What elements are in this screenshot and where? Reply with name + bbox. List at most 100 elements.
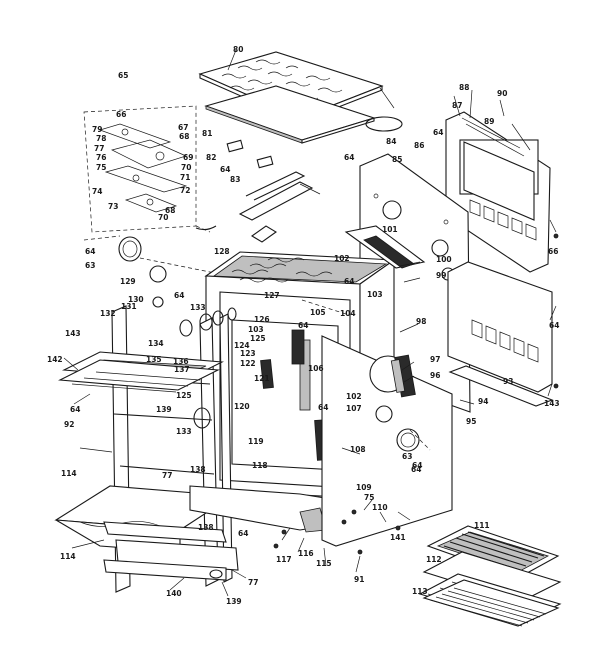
label-142: 142 (47, 355, 63, 364)
label-101: 101 (382, 225, 398, 234)
label-137: 137 (174, 365, 190, 374)
leveling-leg (209, 569, 223, 579)
burner-orifice (193, 407, 211, 429)
label-123: 123 (240, 349, 256, 358)
label-138b: 138 (198, 523, 214, 532)
label-80: 80 (233, 45, 243, 54)
knob-cap (152, 296, 164, 308)
label-126: 126 (254, 315, 270, 324)
label-86: 86 (414, 141, 424, 150)
switch-block (291, 329, 305, 365)
label-81: 81 (202, 129, 212, 138)
label-64c: 64 (433, 128, 443, 137)
label-130: 130 (128, 295, 144, 304)
storage-drawer (54, 485, 239, 571)
label-102a: 102 (334, 254, 350, 263)
label-93: 93 (503, 377, 513, 386)
label-125a: 125 (250, 334, 266, 343)
label-64g: 64 (549, 321, 559, 330)
label-82: 82 (206, 153, 216, 162)
label-84: 84 (386, 137, 396, 146)
label-116: 116 (298, 549, 314, 558)
label-67: 67 (178, 123, 188, 132)
label-122: 122 (240, 359, 256, 368)
label-64i: 64 (70, 405, 80, 414)
label-87: 87 (452, 101, 462, 110)
label-73: 73 (108, 202, 118, 211)
label-75b: 75 (364, 493, 374, 502)
label-124: 124 (234, 341, 250, 350)
label-143b: 143 (544, 399, 560, 408)
bottom-trim-strip (448, 365, 554, 407)
label-68b: 68 (165, 206, 175, 215)
label-114a: 114 (61, 469, 77, 478)
label-129: 129 (120, 277, 136, 286)
burner-tube-assembly (195, 139, 321, 243)
fasteners (273, 233, 559, 555)
label-83: 83 (230, 175, 240, 184)
label-64d: 64 (85, 247, 95, 256)
label-97: 97 (430, 355, 440, 364)
label-64m: 64 (411, 465, 421, 474)
label-66: 66 (116, 110, 126, 119)
label-143a: 143 (65, 329, 81, 338)
label-131: 131 (121, 302, 137, 311)
label-63b: 63 (402, 452, 412, 461)
bake-element-assembly (369, 354, 416, 398)
label-127: 127 (264, 291, 280, 300)
label-98: 98 (416, 317, 426, 326)
label-106: 106 (308, 364, 324, 373)
label-64j: 64 (318, 403, 328, 412)
sensor-ring (179, 319, 193, 337)
label-139b: 139 (226, 597, 242, 606)
label-100: 100 (436, 255, 452, 264)
label-78: 78 (96, 134, 106, 143)
label-64b: 64 (344, 153, 354, 162)
label-63a: 63 (85, 261, 95, 270)
label-64h: 64 (298, 321, 308, 330)
label-136: 136 (173, 357, 189, 366)
label-128: 128 (214, 247, 230, 256)
thermostat (260, 359, 274, 389)
label-91: 91 (354, 575, 364, 584)
label-135: 135 (146, 355, 162, 364)
label-68: 68 (179, 132, 189, 141)
label-102b: 102 (346, 392, 362, 401)
label-103a: 103 (367, 290, 383, 299)
label-70: 70 (181, 163, 191, 172)
label-117: 117 (276, 555, 292, 564)
label-107: 107 (346, 404, 362, 413)
label-103b: 103 (248, 325, 264, 334)
label-76: 76 (96, 153, 106, 162)
label-85: 85 (392, 155, 402, 164)
label-69: 69 (183, 153, 193, 162)
label-79: 79 (92, 125, 102, 134)
label-115: 115 (316, 559, 332, 568)
oven-liner (219, 291, 351, 489)
label-109: 109 (356, 483, 372, 492)
label-66b: 66 (548, 247, 558, 256)
label-72: 72 (180, 186, 190, 195)
label-132: 132 (100, 309, 116, 318)
label-140: 140 (166, 589, 182, 598)
label-114b: 114 (60, 552, 76, 561)
oven-racks (418, 525, 562, 627)
label-99: 99 (436, 271, 446, 280)
label-88: 88 (459, 83, 469, 92)
light-socket (149, 265, 167, 283)
label-110: 110 (372, 503, 388, 512)
label-133a: 133 (190, 303, 206, 312)
label-74: 74 (92, 187, 102, 196)
label-90: 90 (497, 89, 507, 98)
label-125b: 125 (176, 391, 192, 400)
side-panel-lower (321, 335, 453, 547)
label-111: 111 (474, 521, 490, 530)
kick-plate (103, 559, 227, 581)
label-92: 92 (64, 420, 74, 429)
label-64e: 64 (174, 291, 184, 300)
label-64l: 64 (238, 529, 248, 538)
label-118: 118 (252, 461, 268, 470)
broiler-rack (58, 359, 220, 393)
insulation-sheet (204, 85, 376, 144)
